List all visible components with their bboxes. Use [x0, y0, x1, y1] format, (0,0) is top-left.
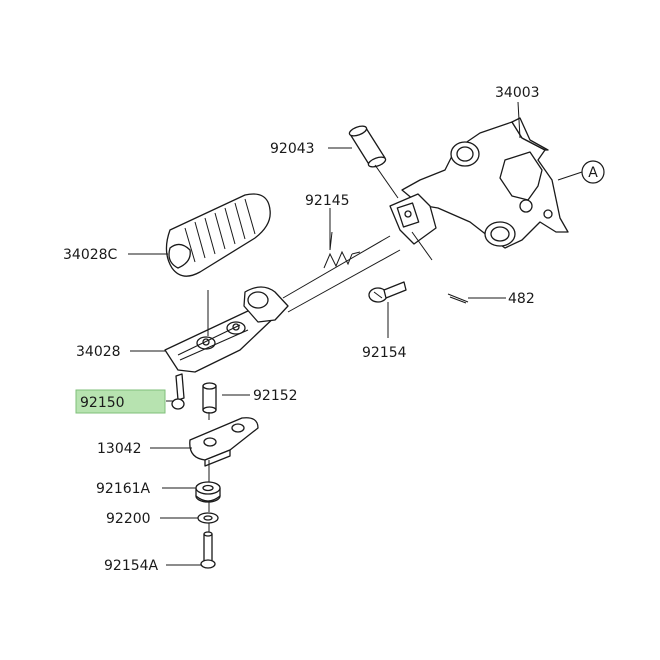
label-34028C[interactable]: 34028C: [63, 247, 118, 263]
label-482[interactable]: 482: [508, 291, 535, 307]
collar-92152[interactable]: [202, 382, 217, 414]
bolt-92154A[interactable]: [200, 531, 216, 569]
label-92161A[interactable]: 92161A: [96, 481, 151, 497]
label-34028[interactable]: 34028: [76, 344, 121, 360]
cotter-pin-482[interactable]: [447, 293, 469, 304]
reference-marker-a[interactable]: A: [581, 160, 605, 184]
pin-92043[interactable]: [348, 124, 387, 169]
label-92152[interactable]: 92152: [253, 388, 298, 404]
bolt-92150[interactable]: [171, 373, 185, 410]
footpeg-bracket-34003[interactable]: [389, 117, 569, 249]
plate-13042[interactable]: [189, 417, 259, 467]
assembly-lines: [207, 164, 433, 532]
spring-92145[interactable]: [323, 231, 361, 269]
damper-92161A[interactable]: [195, 481, 221, 503]
bolt-92154[interactable]: [368, 281, 407, 303]
label-92043[interactable]: 92043: [270, 141, 315, 157]
label-92154[interactable]: 92154: [362, 345, 407, 361]
footpeg-34028[interactable]: [164, 286, 289, 373]
highlight-92150: [75, 389, 166, 414]
washer-92200[interactable]: [197, 512, 219, 524]
footpeg-rubber-34028C[interactable]: [165, 193, 271, 277]
label-92150[interactable]: 92150: [80, 395, 125, 411]
reference-marker-a-label: A: [588, 165, 598, 181]
label-92145[interactable]: 92145: [305, 193, 350, 209]
label-34003[interactable]: 34003: [495, 85, 540, 101]
label-92154A[interactable]: 92154A: [104, 558, 159, 574]
part-labels: 34003 92043 92145 34028C 482 92154 34028…: [63, 85, 540, 574]
label-13042[interactable]: 13042: [97, 441, 142, 457]
leader-lines: [128, 101, 583, 566]
label-92200[interactable]: 92200: [106, 511, 151, 527]
